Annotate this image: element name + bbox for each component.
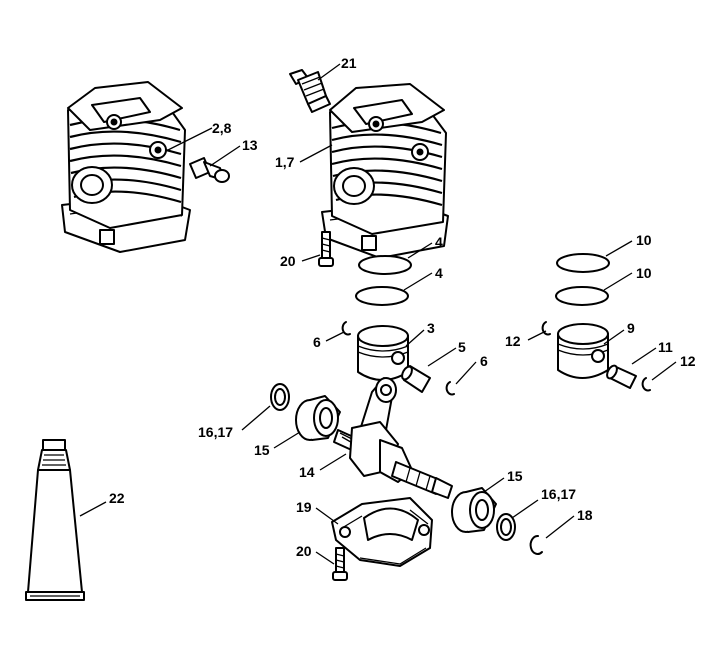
callout-20-top: 20 bbox=[280, 253, 296, 269]
callout-22: 22 bbox=[109, 490, 125, 506]
bearing-right bbox=[451, 487, 497, 533]
piston-rings-left bbox=[355, 255, 412, 306]
callout-14: 14 bbox=[299, 464, 315, 480]
callout-11: 11 bbox=[658, 339, 673, 355]
circlip-18 bbox=[529, 535, 543, 555]
callout-labels: 21 2,8 13 1,7 20 4 4 10 10 6 3 5 6 12 9 … bbox=[109, 55, 696, 559]
callout-15-right: 15 bbox=[507, 468, 523, 484]
crankshaft bbox=[333, 377, 453, 499]
callout-2-8: 2,8 bbox=[212, 120, 232, 136]
callout-6-left: 6 bbox=[313, 334, 321, 350]
piston-pin-right bbox=[606, 364, 637, 389]
piston-right bbox=[557, 323, 609, 379]
oil-seal-right bbox=[496, 513, 516, 541]
bearing-left bbox=[295, 395, 341, 441]
callout-5: 5 bbox=[458, 339, 466, 355]
callout-16-17-left: 16,17 bbox=[198, 424, 233, 440]
callout-6-right: 6 bbox=[480, 353, 488, 369]
screw-top bbox=[318, 231, 334, 267]
callout-3: 3 bbox=[427, 320, 435, 336]
fitting bbox=[189, 157, 230, 183]
callout-10-a: 10 bbox=[636, 232, 652, 248]
crankcase bbox=[331, 497, 433, 567]
callout-21: 21 bbox=[341, 55, 357, 71]
leader-lines bbox=[79, 63, 677, 565]
piston-left bbox=[357, 325, 409, 381]
screw-bottom bbox=[332, 547, 348, 581]
callout-20-bottom: 20 bbox=[296, 543, 312, 559]
callout-18: 18 bbox=[577, 507, 593, 523]
grease-tube bbox=[25, 439, 85, 601]
cylinder-right bbox=[321, 83, 449, 259]
callout-4-b: 4 bbox=[435, 265, 443, 281]
callout-12-left: 12 bbox=[505, 333, 521, 349]
callout-19: 19 bbox=[296, 499, 312, 515]
callout-15-left: 15 bbox=[254, 442, 270, 458]
oil-seal-left bbox=[270, 383, 290, 411]
piston-rings-right bbox=[555, 253, 610, 306]
callout-12-right: 12 bbox=[680, 353, 696, 369]
piston-pin-left bbox=[401, 365, 431, 393]
callout-16-17-right: 16,17 bbox=[541, 486, 576, 502]
callout-13: 13 bbox=[242, 137, 258, 153]
cylinder-left bbox=[61, 81, 191, 253]
callout-9: 9 bbox=[627, 320, 635, 336]
callout-10-b: 10 bbox=[636, 265, 652, 281]
callout-4-a: 4 bbox=[435, 234, 443, 250]
callout-1-7: 1,7 bbox=[275, 154, 295, 170]
